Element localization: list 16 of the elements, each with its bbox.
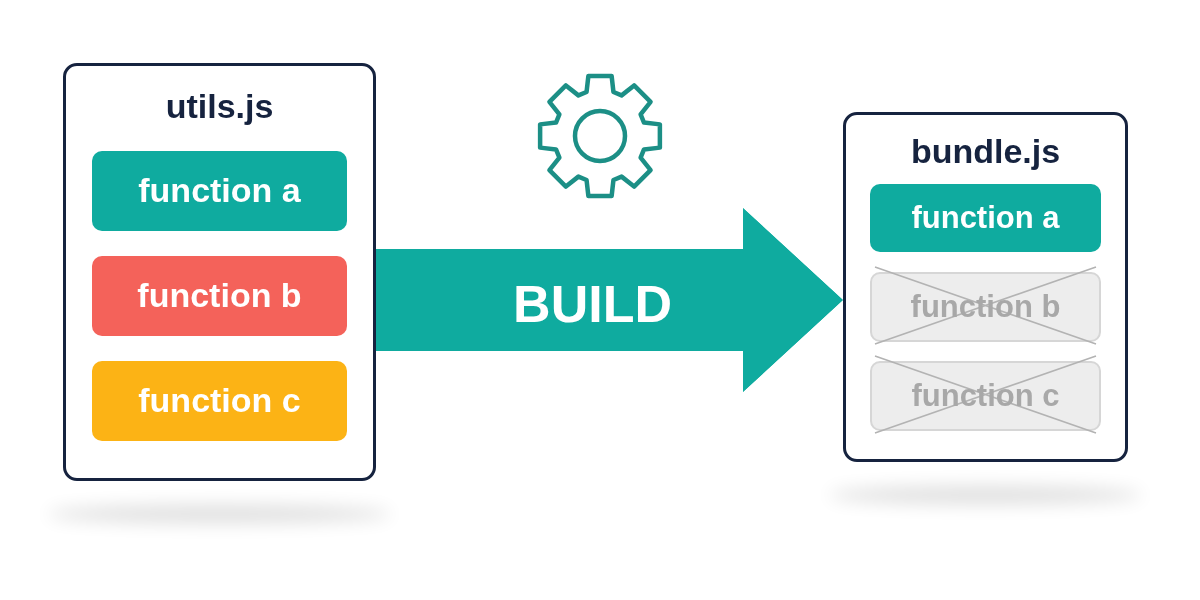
function-block [92, 361, 347, 441]
function-name: function a [138, 171, 301, 211]
function-name: function c [911, 378, 1060, 414]
file-name: utils.js [165, 86, 274, 126]
file-card [843, 112, 1128, 462]
file-card [63, 63, 376, 481]
function-block [92, 151, 347, 231]
function-name: function b [910, 289, 1061, 325]
function-block [870, 184, 1101, 252]
function-block [92, 256, 347, 336]
function-name: function a [911, 200, 1060, 236]
function-name: function c [138, 381, 301, 421]
file-name: bundle.js [910, 131, 1061, 171]
edge-label: BUILD [513, 275, 672, 335]
block-arrow [376, 208, 843, 392]
function-name: function b [137, 276, 302, 316]
